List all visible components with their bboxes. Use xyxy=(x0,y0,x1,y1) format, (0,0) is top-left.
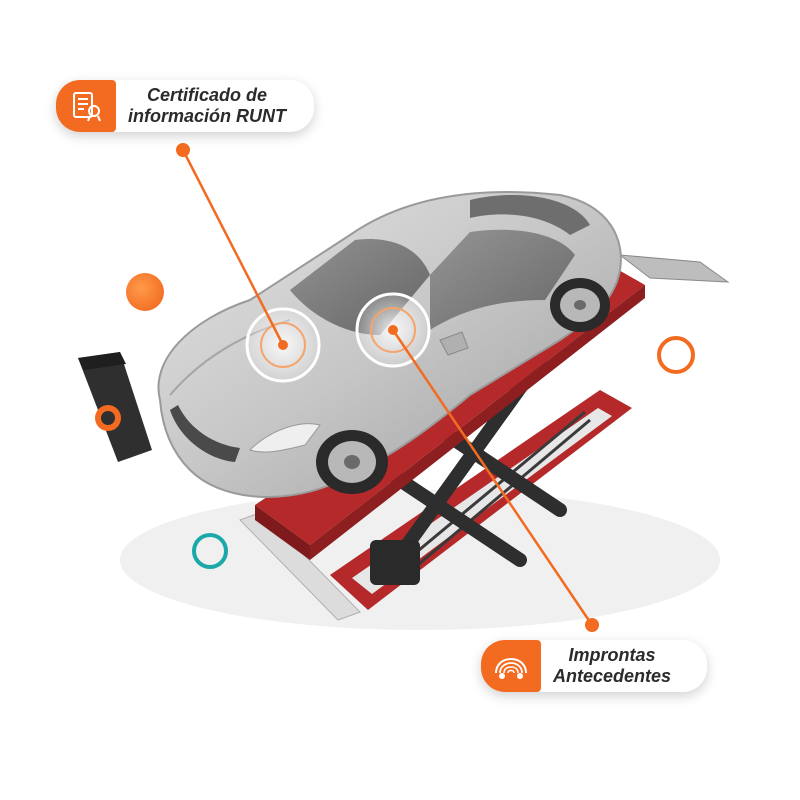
lift-platform-side-long xyxy=(310,285,645,560)
control-console xyxy=(78,352,152,462)
ramp-left xyxy=(239,511,361,621)
decor-orange-dot xyxy=(126,273,164,311)
callout-improntas: Improntas Antecedentes xyxy=(481,640,707,692)
ramp-rear xyxy=(618,254,730,283)
car-side-window xyxy=(430,229,575,330)
fingerprint-car-icon xyxy=(481,640,541,692)
lift-platform-side xyxy=(255,505,310,560)
control-console-top xyxy=(78,352,126,370)
decor-teal-ring xyxy=(192,533,228,569)
hydraulic-cylinder xyxy=(370,540,420,585)
car-headlight xyxy=(249,423,321,453)
connector-line-runt xyxy=(181,149,285,346)
connector-line-improntas xyxy=(391,329,594,626)
car-grille xyxy=(170,405,240,462)
callout-improntas-line1: Improntas xyxy=(568,645,656,665)
callout-runt-label: Certificado de información RUNT xyxy=(116,85,304,127)
callout-runt-certificate: Certificado de información RUNT xyxy=(56,80,314,132)
callout-improntas-line2: Antecedentes xyxy=(553,666,672,686)
car-wheel-front xyxy=(316,430,388,494)
lift-base-tracks xyxy=(394,410,591,582)
car-rear-window xyxy=(470,194,590,235)
callout-runt-line1: Certificado de xyxy=(146,85,268,105)
callout-improntas-label: Improntas Antecedentes xyxy=(541,645,689,687)
car-side-mirror xyxy=(439,331,469,356)
callout-runt-line2: información RUNT xyxy=(128,106,287,126)
decor-orange-ring xyxy=(657,336,695,374)
connector-dot-improntas xyxy=(585,618,599,632)
car-wheel-rear xyxy=(550,278,610,332)
certificate-icon xyxy=(56,80,116,132)
connector-dot-runt xyxy=(176,143,190,157)
